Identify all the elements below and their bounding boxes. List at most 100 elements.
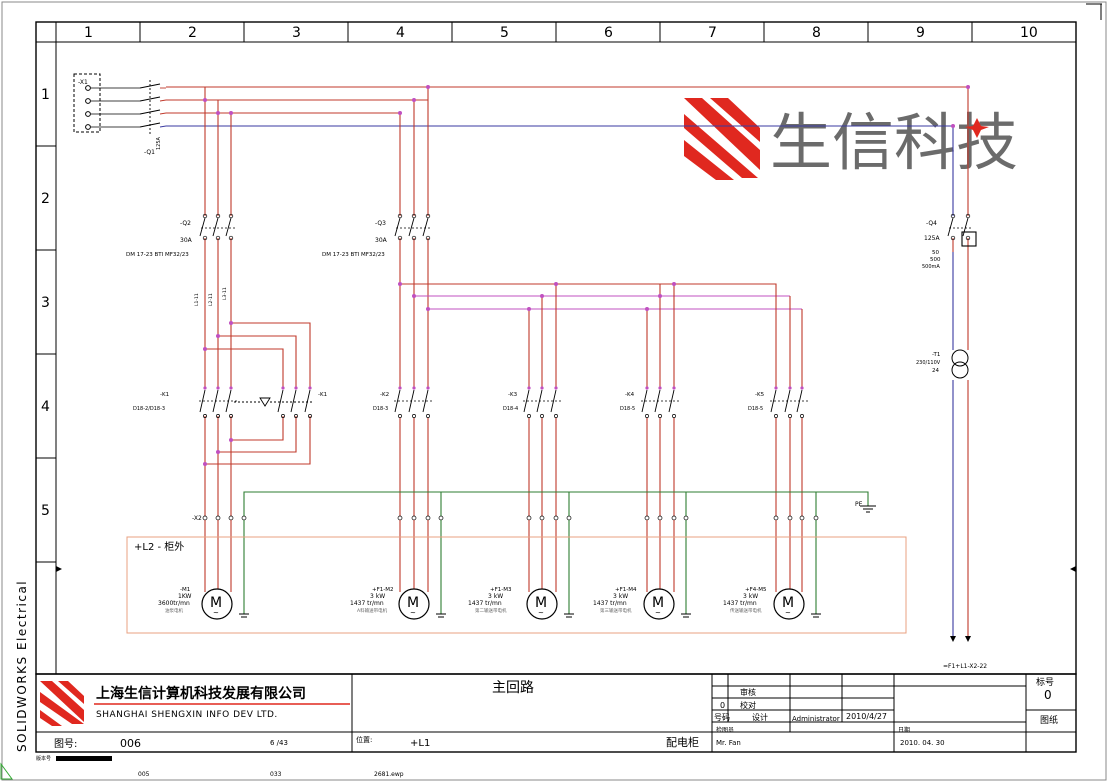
motor-symbol: M bbox=[407, 595, 419, 611]
drawing-title: 主回路 bbox=[492, 680, 534, 696]
contactor-label: -K5 bbox=[755, 392, 765, 398]
footer-filename: 2681.ewp bbox=[374, 771, 404, 778]
drawing-no: 006 bbox=[120, 737, 141, 750]
motor-power: 1KW bbox=[178, 593, 192, 600]
column-number: 3 bbox=[292, 25, 301, 41]
contactor-label: -K1 bbox=[160, 392, 169, 398]
q3-distribution bbox=[399, 252, 803, 388]
row-arrow bbox=[1070, 566, 1076, 572]
wire-mark: L3-11 bbox=[222, 287, 228, 300]
motor-speed: 1437 tr/mn bbox=[723, 600, 757, 607]
contactor-model: D18-2/D18-3 bbox=[133, 406, 165, 412]
column-number: 10 bbox=[1020, 25, 1038, 41]
footer-bar bbox=[56, 756, 112, 761]
contactor-aux-label: -K1 bbox=[318, 392, 327, 398]
motor-power: 3 kW bbox=[743, 593, 758, 600]
motor-description: 油泵电机 bbox=[165, 607, 183, 614]
bottom-reference: =F1+L1-X2-22 bbox=[943, 663, 987, 670]
q4-label: -Q4 bbox=[926, 220, 937, 227]
watermark-brand-text: 生信科技 bbox=[770, 106, 1018, 179]
main-bus bbox=[166, 86, 969, 216]
watermark-logo: 生信科技 bbox=[684, 96, 1018, 180]
check-label: 校对 bbox=[740, 700, 756, 710]
terminal-block-x1: -X1 bbox=[73, 73, 140, 133]
company-name-en: SHANGHAI SHENGXIN INFO DEV LTD. bbox=[96, 710, 278, 720]
contactor-model: D18-4 bbox=[503, 406, 518, 412]
column-number: 9 bbox=[916, 25, 925, 41]
company-logo-icon bbox=[40, 681, 84, 726]
sheet-label: 图纸 bbox=[1040, 714, 1058, 726]
bottom-arrows bbox=[950, 636, 971, 642]
column-number: 5 bbox=[500, 25, 509, 41]
row-arrow bbox=[56, 566, 62, 572]
motor-icon bbox=[773, 588, 805, 620]
motor-symbol: M bbox=[535, 595, 547, 611]
row-number: 2 bbox=[41, 191, 50, 207]
motor-description: 第二输送带电机 bbox=[475, 607, 507, 614]
breaker-q4 bbox=[947, 213, 972, 252]
origin-marker bbox=[0, 762, 13, 780]
ac-icon: ~ bbox=[213, 609, 219, 617]
code-label: 号码 bbox=[714, 713, 730, 722]
date-value: 2010. 04. 30 bbox=[900, 739, 945, 747]
motor-id: -M1 bbox=[180, 587, 190, 593]
q2-junction-dots bbox=[203, 321, 233, 466]
k1-interlock bbox=[234, 397, 312, 407]
location-label: 位置: bbox=[356, 735, 372, 744]
review-label: 审核 bbox=[740, 687, 756, 697]
main-switch-rating: 125A bbox=[156, 136, 162, 150]
software-label: SOLIDWORKS Electrical bbox=[15, 580, 29, 752]
junction-dots bbox=[203, 85, 970, 128]
q4-rating: 125A bbox=[924, 235, 940, 242]
motor-id: +F4-M5 bbox=[745, 587, 767, 593]
column-number: 6 bbox=[604, 25, 613, 41]
contactor-k1-reverse: -K1 bbox=[277, 386, 327, 418]
motor-power: 3 kW bbox=[488, 593, 503, 600]
breaker-rating: 30A bbox=[180, 237, 193, 244]
motor-power: 3 kW bbox=[370, 593, 385, 600]
row-number: 4 bbox=[41, 399, 50, 415]
footer-value: 033 bbox=[270, 771, 282, 778]
wire-mark: L1-11 bbox=[194, 293, 200, 306]
sheet-count: 6 /43 bbox=[270, 739, 288, 747]
drawing-no-label: 图号: bbox=[54, 738, 77, 750]
cabinet-label: 配电柜 bbox=[666, 736, 699, 749]
designer: Administrator bbox=[792, 715, 840, 723]
breaker-model: DM 17-23 BTI MF32/23 bbox=[322, 252, 385, 258]
contactor-model: D18-5 bbox=[620, 406, 635, 412]
transformer-label: -T1 bbox=[932, 352, 940, 358]
motor-description: 传送输送带电机 bbox=[730, 607, 762, 614]
motor-icon bbox=[398, 588, 430, 620]
wire-mark: L2-11 bbox=[208, 293, 214, 306]
motor-speed: 1437 tr/mn bbox=[593, 600, 627, 607]
motor-id: +F1-M3 bbox=[490, 587, 512, 593]
logo-stripes-icon bbox=[684, 98, 760, 180]
mark-label: 标号 bbox=[1036, 676, 1054, 688]
date-label: 日期 bbox=[898, 726, 910, 734]
motor-speed: 3600tr/mn bbox=[158, 600, 190, 607]
q4-extra: 500 bbox=[930, 257, 941, 263]
checker-name: Mr. Fan bbox=[716, 739, 741, 747]
checker-label: 检图员 bbox=[716, 726, 734, 734]
q2-feed bbox=[204, 252, 311, 388]
company-name-cn: 上海生信计算机科技发展有限公司 bbox=[96, 685, 306, 702]
q4-extra: 500mA bbox=[922, 264, 940, 270]
k1-return bbox=[204, 416, 311, 516]
mark-value: 0 bbox=[1044, 688, 1052, 702]
breaker-model: DM 17-23 BTI MF32/23 bbox=[126, 252, 189, 258]
breaker-label: -Q3 bbox=[375, 220, 386, 227]
column-number: 4 bbox=[396, 25, 405, 41]
design-label: 设计 bbox=[752, 712, 768, 722]
column-number: 7 bbox=[708, 25, 717, 41]
motor-icon bbox=[643, 588, 675, 620]
